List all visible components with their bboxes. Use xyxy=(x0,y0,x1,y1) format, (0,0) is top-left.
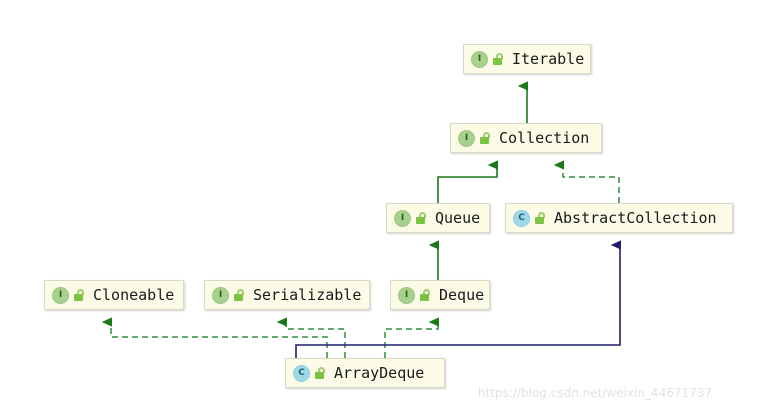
edge-queue-collection xyxy=(437,160,499,203)
interface-glyph: I xyxy=(471,50,488,68)
node-label: Serializable xyxy=(253,286,362,304)
interface-glyph: I xyxy=(212,286,229,304)
interface-icon: I xyxy=(394,209,426,227)
interface-icon: I xyxy=(458,129,490,147)
node-label: Cloneable xyxy=(93,286,175,304)
edge-arraydeque-deque xyxy=(384,317,440,358)
node-arraydeque[interactable]: C ArrayDeque xyxy=(285,358,445,388)
node-label: Queue xyxy=(435,209,481,227)
lock-icon xyxy=(314,367,325,379)
node-label: Iterable xyxy=(512,50,585,68)
interface-glyph: I xyxy=(52,286,69,304)
interface-icon: I xyxy=(52,286,84,304)
interface-icon: I xyxy=(212,286,244,304)
class-glyph: C xyxy=(293,364,310,382)
interface-glyph: I xyxy=(394,209,411,227)
lock-icon xyxy=(534,212,545,224)
lock-icon xyxy=(233,289,244,301)
node-cloneable[interactable]: I Cloneable xyxy=(44,280,184,310)
node-deque[interactable]: I Deque xyxy=(390,280,490,310)
node-serializable[interactable]: I Serializable xyxy=(204,280,370,310)
lock-icon xyxy=(73,289,84,301)
lock-icon xyxy=(415,212,426,224)
node-label: AbstractCollection xyxy=(554,209,717,227)
lock-icon xyxy=(479,132,490,144)
interface-icon: I xyxy=(398,286,430,304)
node-label: Deque xyxy=(439,286,485,304)
class-icon: C xyxy=(513,209,545,227)
lock-icon xyxy=(492,53,503,65)
edge-arraydeque-serializable xyxy=(276,317,346,358)
class-glyph: C xyxy=(513,209,530,227)
class-icon: C xyxy=(293,364,325,382)
node-label: Collection xyxy=(499,129,590,147)
edge-arraydeque-cloneable xyxy=(101,317,328,358)
node-queue[interactable]: I Queue xyxy=(386,203,490,233)
edge-abstractcollection-collection xyxy=(553,160,620,203)
node-collection[interactable]: I Collection xyxy=(450,123,602,153)
node-abstractcollection[interactable]: C AbstractCollection xyxy=(505,203,733,233)
node-label: ArrayDeque xyxy=(334,364,425,382)
interface-glyph: I xyxy=(458,129,475,147)
node-iterable[interactable]: I Iterable xyxy=(463,44,591,74)
interface-glyph: I xyxy=(398,286,415,304)
interface-icon: I xyxy=(471,50,503,68)
lock-icon xyxy=(419,289,430,301)
